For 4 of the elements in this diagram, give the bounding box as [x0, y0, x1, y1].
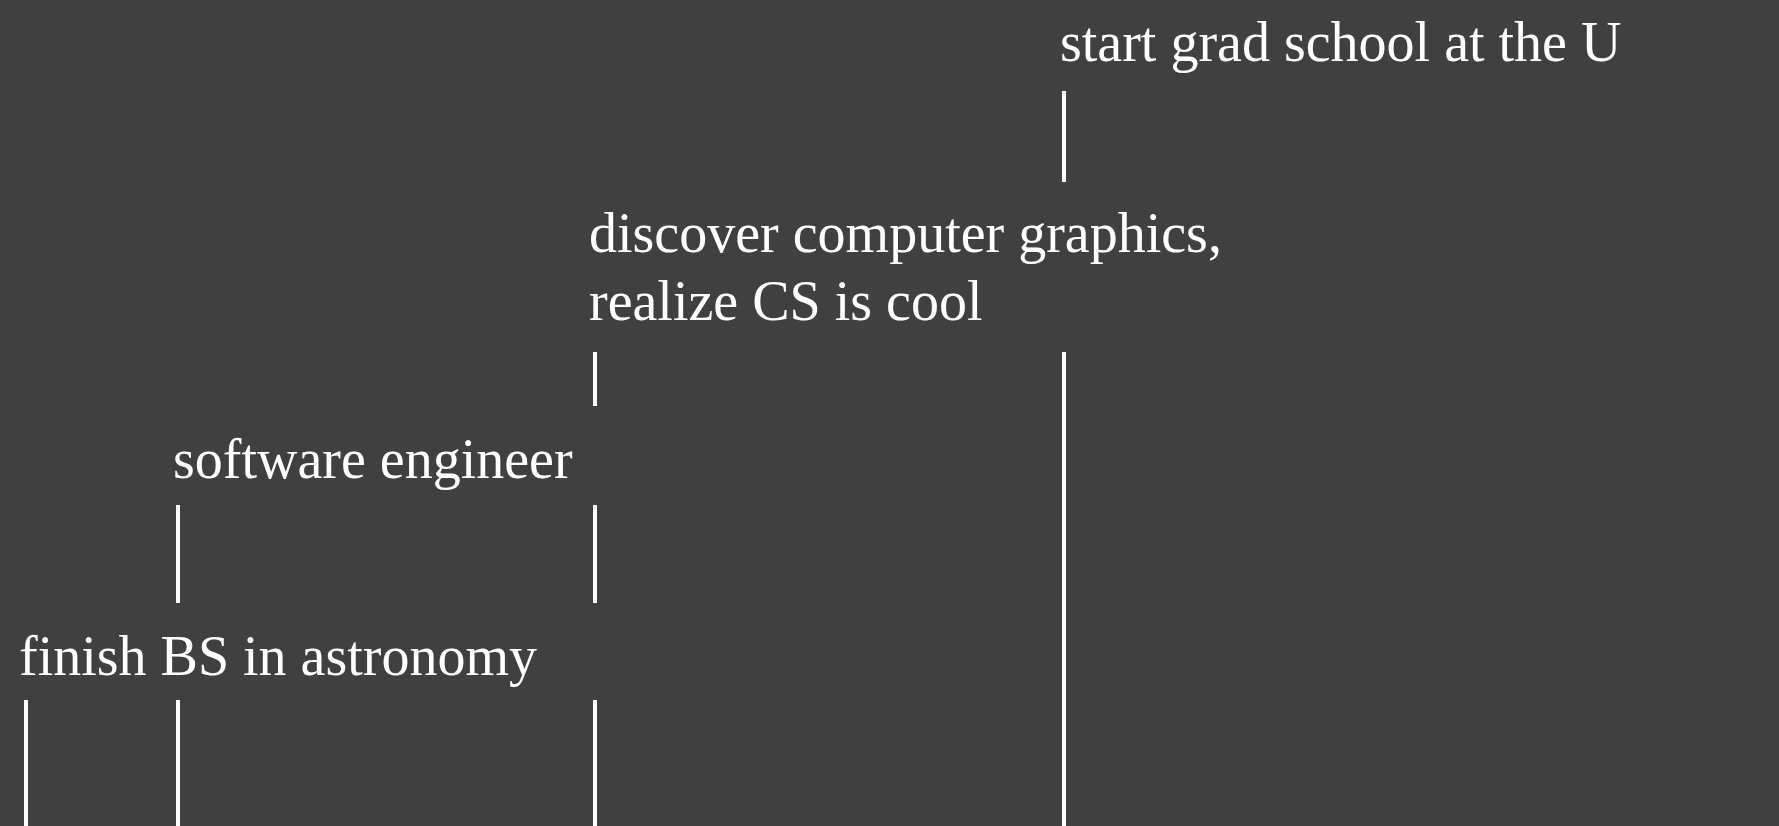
- timeline-event-text: finish BS in astronomy: [19, 624, 538, 689]
- timeline-event-text: discover computer graphics, realize CS is cool: [589, 201, 1223, 334]
- timeline-event-text: start grad school at the U: [1060, 10, 1622, 75]
- timeline-event-text: software engineer: [173, 427, 573, 492]
